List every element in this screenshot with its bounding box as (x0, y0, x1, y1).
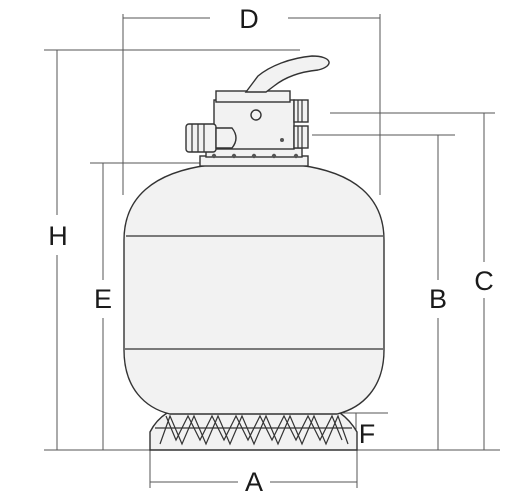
dimension-labels: D H E B C F A (48, 4, 494, 493)
right-ports (293, 99, 309, 149)
label-h: H (48, 221, 68, 251)
tank-body (123, 155, 385, 415)
multiport-valve (185, 55, 330, 159)
pressure-gauge-icon (250, 109, 262, 121)
dimension-lines (44, 14, 500, 488)
label-e: E (94, 284, 112, 314)
label-c: C (474, 266, 494, 296)
label-a: A (245, 467, 263, 493)
tank-shell (123, 164, 385, 415)
label-b: B (429, 284, 447, 314)
label-f: F (359, 419, 376, 449)
left-port (185, 123, 237, 153)
base-ribs (159, 414, 349, 446)
label-d: D (239, 4, 259, 34)
valve-handle (244, 55, 330, 93)
base-stand (149, 412, 358, 451)
